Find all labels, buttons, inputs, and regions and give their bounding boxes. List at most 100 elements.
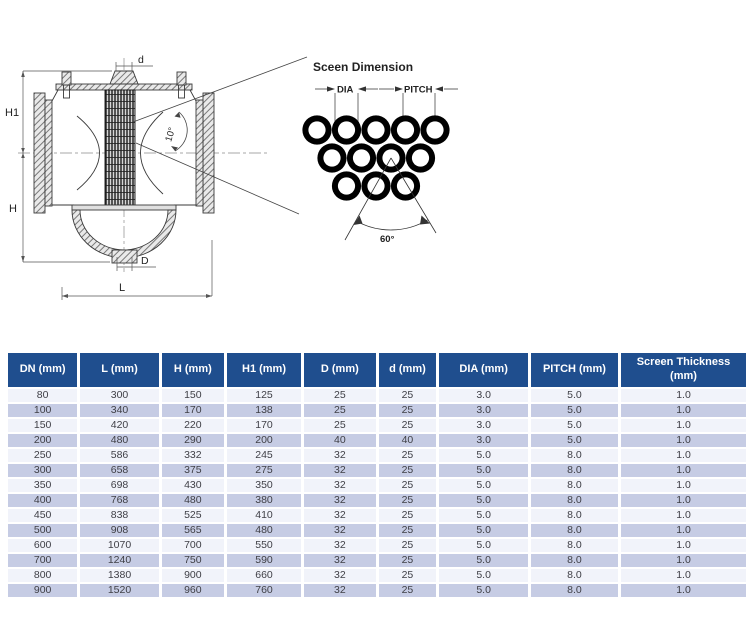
table-cell: 125 [226,389,302,402]
table-cell: 480 [161,494,224,507]
table-cell: 100 [8,404,78,417]
screen-detail-drawing: Sceen Dimension DIA PITCH [302,60,458,245]
table-cell: 25 [378,509,437,522]
detail-label-angle-60: 60° [380,234,395,245]
table-header-row: DN (mm)L (mm)H (mm)H1 (mm)D (mm)d (mm)DI… [8,353,746,387]
top-cover [55,83,193,91]
table-cell: 420 [80,419,159,432]
table-cell: 1.0 [620,539,746,552]
table-cell: 590 [226,554,302,567]
column-header: DN (mm) [8,353,78,387]
table-cell: 5.0 [439,449,528,462]
table-cell: 480 [80,434,159,447]
table-cell: 700 [161,539,224,552]
table-cell: 8.0 [530,479,618,492]
column-header: d (mm) [378,353,437,387]
screen-base-plate [71,204,177,211]
table-cell: 8.0 [530,494,618,507]
table-cell: 5.0 [530,404,618,417]
table-cell: 32 [304,524,376,537]
table-cell: 80 [8,389,78,402]
table-cell: 220 [161,419,224,432]
table-cell: 170 [226,419,302,432]
table-cell: 768 [80,494,159,507]
table-cell: 25 [378,524,437,537]
table-cell: 1520 [80,584,159,597]
table-cell: 1.0 [620,509,746,522]
table-cell: 960 [161,584,224,597]
table-cell: 138 [226,404,302,417]
table-cell: 8.0 [530,509,618,522]
table-cell: 1380 [80,569,159,582]
table-cell: 500 [8,524,78,537]
dim-label-d: d [138,54,144,66]
table-cell: 1.0 [620,449,746,462]
table-cell: 8.0 [530,539,618,552]
table-cell: 332 [161,449,224,462]
table-cell: 1.0 [620,434,746,447]
right-flange [202,92,215,214]
table-cell: 3.0 [439,389,528,402]
table-cell: 430 [161,479,224,492]
table-cell: 1240 [80,554,159,567]
table-cell: 8.0 [530,569,618,582]
column-header: H1 (mm) [226,353,302,387]
table-cell: 525 [161,509,224,522]
vent-cap [109,70,139,85]
table-cell: 25 [378,554,437,567]
table-cell: 200 [226,434,302,447]
table-cell: 600 [8,539,78,552]
table-cell: 25 [304,404,376,417]
cover-bolt-left [61,71,72,86]
table-cell: 8.0 [530,449,618,462]
table-cell: 410 [226,509,302,522]
table-cell: 3.0 [439,404,528,417]
table-cell: 400 [8,494,78,507]
table-cell: 1.0 [620,554,746,567]
table-cell: 838 [80,509,159,522]
table-cell: 1.0 [620,569,746,582]
table-cell: 350 [226,479,302,492]
table-cell: 450 [8,509,78,522]
dim-label-big-d: D [141,255,149,267]
table-cell: 32 [304,554,376,567]
screen-element [104,89,136,206]
table-cell: 32 [304,569,376,582]
table-cell: 800 [8,569,78,582]
table-cell: 1.0 [620,584,746,597]
table-cell: 900 [161,569,224,582]
table-cell: 25 [304,389,376,402]
table-cell: 300 [80,389,159,402]
table-cell: 5.0 [530,389,618,402]
table-cell: 550 [226,539,302,552]
table-cell: 40 [304,434,376,447]
bottom-dome [71,209,177,259]
table-cell: 25 [378,494,437,507]
table-cell: 5.0 [530,434,618,447]
left-flange [33,92,46,214]
column-header: Screen Thickness (mm) [620,353,746,387]
table-cell: 170 [161,404,224,417]
table-cell: 5.0 [439,554,528,567]
cover-bolt-right [176,71,187,86]
table-cell: 340 [80,404,159,417]
dimension-spec-table: DN (mm)L (mm)H (mm)H1 (mm)D (mm)d (mm)DI… [5,351,749,599]
valve-drawing [18,58,268,272]
table-cell: 5.0 [439,524,528,537]
table-cell: 25 [378,464,437,477]
table-cell: 350 [8,479,78,492]
table-cell: 480 [226,524,302,537]
table-cell: 8.0 [530,554,618,567]
table-cell: 250 [8,449,78,462]
table-cell: 275 [226,464,302,477]
